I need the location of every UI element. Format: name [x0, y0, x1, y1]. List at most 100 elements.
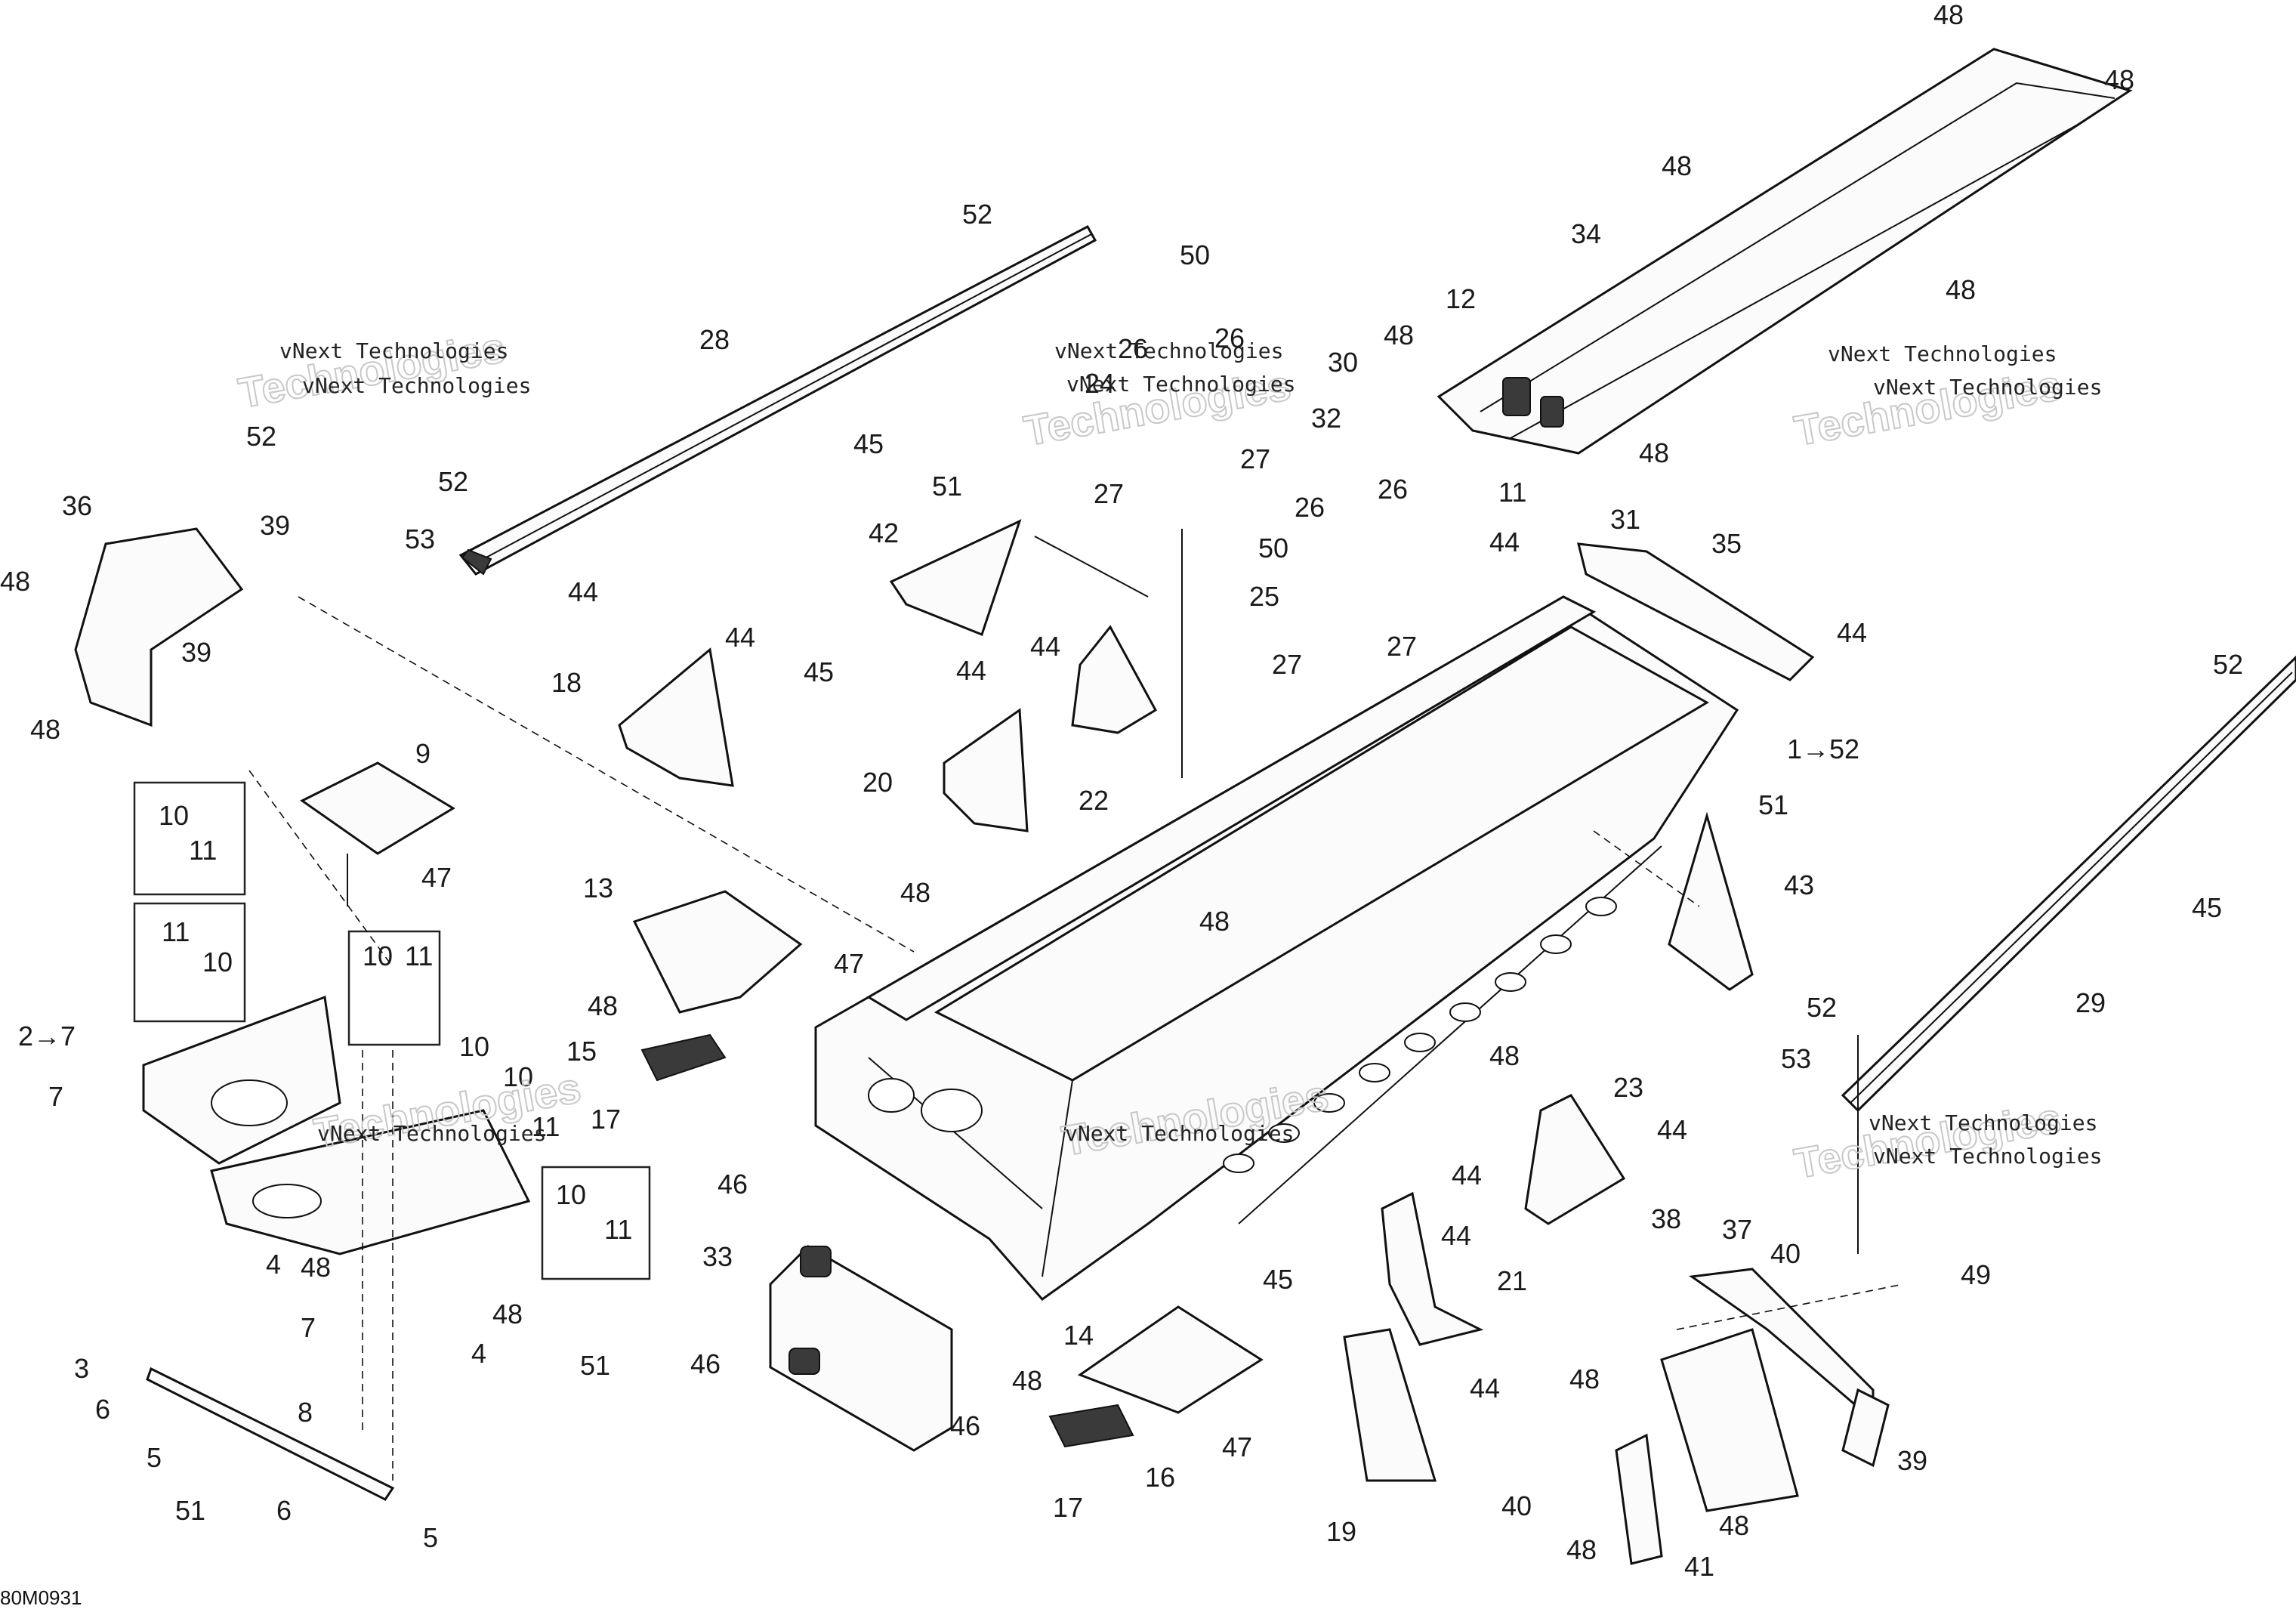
callout: 6: [95, 1394, 110, 1425]
callout: 26: [1378, 474, 1408, 505]
callout: 17: [591, 1104, 621, 1135]
callout: 6: [276, 1495, 292, 1526]
callout: 37: [1722, 1214, 1752, 1245]
part-42-bracket: [889, 519, 1022, 636]
detail-box-10-11-c: [347, 930, 441, 1046]
callout: 26: [1118, 333, 1148, 364]
part-23-bracket: [1524, 1094, 1626, 1225]
callout: 44: [1441, 1220, 1471, 1251]
callout: 51: [1758, 789, 1788, 820]
callout: 18: [551, 667, 582, 698]
callout: 44: [1489, 527, 1520, 557]
callout: 7: [301, 1312, 316, 1343]
callout: 27: [1387, 631, 1417, 662]
callout: 35: [1711, 528, 1742, 559]
detail-box-10-11-d: [541, 1166, 651, 1280]
watermark-small: vNext Technologies: [1066, 372, 1295, 397]
callout: 45: [853, 428, 884, 459]
part-28-rail: [458, 224, 1097, 576]
figure-code: 80M0931: [0, 1586, 82, 1609]
callout: 48: [1719, 1510, 1749, 1541]
callout: 27: [1272, 649, 1302, 680]
callout: 48: [1933, 0, 1964, 30]
callout: 48: [0, 566, 30, 597]
part-22-bracket: [1071, 625, 1158, 734]
callout: 48: [1639, 437, 1669, 468]
callout: 22: [1079, 785, 1109, 816]
callout: 29: [2075, 987, 2106, 1018]
callout: 48: [30, 714, 60, 745]
callout: 47: [1222, 1431, 1252, 1462]
callout: 30: [1328, 347, 1358, 378]
callout: 4: [471, 1338, 486, 1369]
callout: 48: [492, 1299, 523, 1330]
callout: 32: [1311, 403, 1341, 434]
callout: 10: [556, 1179, 586, 1210]
part-15-plate: [640, 1033, 727, 1082]
callout: 17: [1053, 1492, 1083, 1523]
callout: 51: [175, 1495, 205, 1526]
callout: 26: [1214, 323, 1245, 354]
callout: 48: [1662, 150, 1692, 181]
callout: 11: [189, 835, 217, 866]
callout: 39: [260, 510, 290, 541]
callout: 10: [459, 1031, 489, 1062]
part-13-cover: [632, 890, 803, 1014]
callout: 20: [863, 767, 893, 798]
callout: 3: [74, 1353, 89, 1384]
callout: 49: [1961, 1259, 1991, 1290]
callout: 19: [1326, 1516, 1356, 1547]
callout: 44: [568, 576, 598, 607]
callout: 53: [1781, 1043, 1811, 1074]
callout: 52: [2213, 649, 2243, 680]
callout: 48: [1566, 1534, 1597, 1565]
detail-box-10-11-a: [133, 781, 246, 896]
callout: 38: [1651, 1203, 1681, 1234]
watermark-small: vNext Technologies: [279, 338, 508, 363]
part-1-tunnel: [814, 595, 1739, 1302]
part-35-bracket: [1577, 542, 1815, 681]
callout: 48: [900, 877, 930, 908]
callout: 44: [1452, 1160, 1482, 1191]
callout: 48: [2104, 64, 2134, 95]
callout: 48: [1569, 1363, 1600, 1394]
callout: 48: [301, 1252, 331, 1283]
callout: 14: [1063, 1320, 1094, 1351]
watermark-large: Technologies: [1791, 1094, 2064, 1187]
callout-labels: 48 48 48 3 4 48 12 48 30 32 48 11 31 52 2…: [0, 0, 2243, 1582]
part-34-rail: [1437, 48, 2133, 455]
callout: 39: [1897, 1445, 1927, 1476]
part-3-bar: [146, 1367, 395, 1501]
callout: 11: [162, 916, 190, 947]
part-33-cooler: [769, 1245, 953, 1452]
callout: 39: [181, 637, 211, 668]
callout: 4: [266, 1249, 281, 1280]
callout: 16: [1145, 1462, 1175, 1493]
callout: 44: [1470, 1373, 1500, 1404]
callout: 21: [1497, 1265, 1527, 1296]
watermark-small: vNext Technologies: [302, 373, 531, 398]
callout: 52: [1807, 992, 1837, 1023]
callout: 51: [580, 1350, 610, 1381]
callout: 41: [1684, 1551, 1714, 1582]
part-37-41-frame: [1615, 1268, 1890, 1565]
callout: 50: [1258, 533, 1288, 564]
callout: 1→52: [1787, 733, 1859, 764]
callout: 44: [1657, 1114, 1687, 1145]
callout: 11: [604, 1214, 632, 1245]
callout: 23: [1613, 1072, 1643, 1103]
callout: 46: [690, 1348, 721, 1379]
part-29-rail: [1841, 655, 2296, 1113]
callout: 12: [1446, 283, 1476, 314]
part-9-plate: [300, 761, 455, 855]
callout: 44: [1030, 631, 1060, 662]
part-14-plate: [1077, 1305, 1264, 1414]
part-drawings: [74, 48, 2296, 1565]
watermark-small: vNext Technologies: [1873, 1144, 2102, 1169]
callout: 52: [246, 421, 276, 452]
callout: 5: [147, 1442, 162, 1473]
callout: 10: [202, 947, 233, 977]
callout: 52: [962, 199, 992, 230]
watermark-small: vNext Technologies: [1828, 341, 2057, 366]
callout: 31: [1610, 504, 1640, 535]
